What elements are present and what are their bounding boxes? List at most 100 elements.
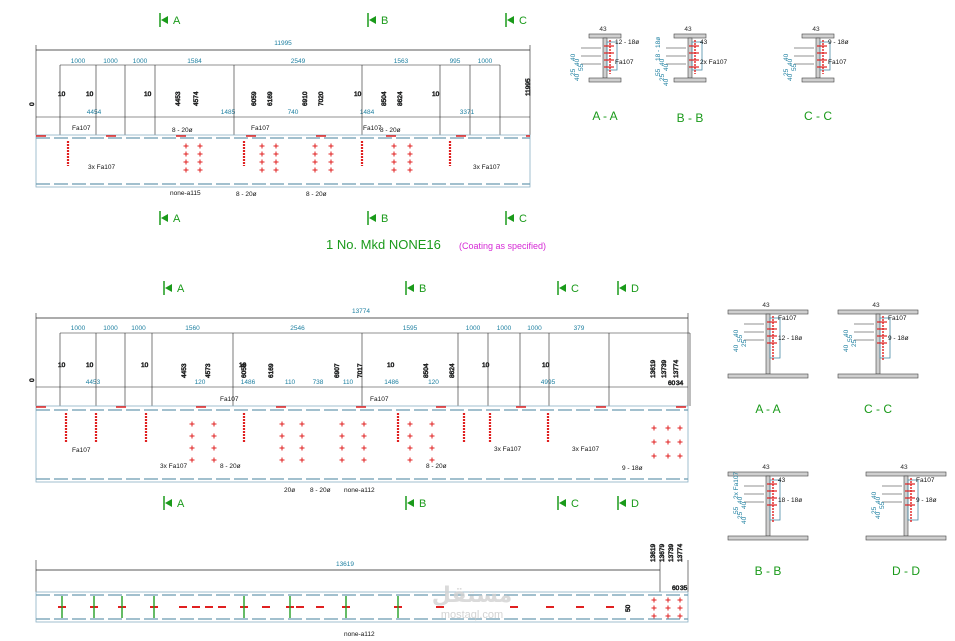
section-web xyxy=(875,313,881,375)
beam1-span-dim: 1000 xyxy=(133,58,148,65)
section-dim-note: 12 - 18ø xyxy=(778,335,802,342)
beam2-vert-ten: 10 xyxy=(86,362,94,369)
section-web xyxy=(815,37,821,79)
beam2-base-dim: 4995 xyxy=(541,379,556,386)
section-plate xyxy=(769,317,781,359)
section-dim-vert: 40 xyxy=(574,58,581,66)
section-dim-note: 2x Fa107 xyxy=(700,59,727,66)
beam2-vert-dim: 13619 xyxy=(650,360,657,378)
beam3-vert-dim: 13739 xyxy=(668,544,675,562)
section-dim-vert: 55 xyxy=(655,68,662,76)
section-marker-label: C xyxy=(519,15,527,27)
section-marker-arrow xyxy=(161,16,168,24)
beam2-span-dim: 1000 xyxy=(497,325,512,332)
section-marker-label: A xyxy=(177,498,185,510)
drawing-title: 1 No. Mkd NONE16 xyxy=(326,237,441,252)
section-dim-note: Fa107 xyxy=(888,315,907,322)
section-marker-arrow xyxy=(619,284,626,292)
section-view-label: B - B xyxy=(677,111,704,125)
beam2-vert-dim: 8624 xyxy=(449,363,456,378)
section-view-label: C - C xyxy=(864,402,892,416)
beam1-overall-dim: 11995 xyxy=(274,40,292,47)
section-dim-vert: 25 xyxy=(570,68,577,76)
beam1-vert-dim: 8504 xyxy=(381,91,388,106)
section-view-label: D - D xyxy=(892,564,920,578)
beam2-note-3xfa107-a: 3x Fa107 xyxy=(160,463,187,470)
beam3-vert-dim: 13619 xyxy=(650,544,657,562)
beam1-note-bolt-d: 8 - 20ø xyxy=(306,191,327,198)
section-dim-note: 18 - 18ø xyxy=(778,497,802,504)
section-dim-note: 9 - 18ø xyxy=(916,497,937,504)
section-dim-vert: 40 xyxy=(787,58,794,66)
section-web xyxy=(765,313,771,375)
section-dim-vert: 25 xyxy=(659,73,666,81)
section-flange-top xyxy=(673,33,707,39)
beam1-note-fa107-b: Fa107 xyxy=(251,125,270,132)
beam2-base-dim: 110 xyxy=(285,379,296,386)
beam1-vert-dim: 4574 xyxy=(193,91,200,106)
section-dim-vert: 55 xyxy=(791,63,798,71)
section-dim-vert: 18 - 18ø xyxy=(655,37,662,61)
section-dim-vert: 40 xyxy=(871,491,878,499)
beam2-note-bolt-d: 20ø xyxy=(284,487,295,494)
section-dim-vert: 55 xyxy=(879,501,886,509)
section-dim-vert: 25 xyxy=(851,339,858,347)
beam3-note-mark: none-a112 xyxy=(344,631,375,638)
beam1-base-dim: 4454 xyxy=(87,109,102,116)
section-marker-label: A xyxy=(177,283,185,295)
beam3-vert-35: 35 xyxy=(680,585,688,592)
section-flange-top xyxy=(865,471,947,477)
beam2-vert-dim: 4453 xyxy=(181,363,188,378)
section-marker-top: D xyxy=(617,281,639,295)
section-dim-note: Fa107 xyxy=(828,59,847,66)
beam2-vert-dim: 13739 xyxy=(661,360,668,378)
section-dim-top: 43 xyxy=(900,464,908,471)
beam1-span-dim: 1563 xyxy=(394,58,409,65)
section-marker-top: B xyxy=(405,281,426,295)
beam2-vert-ten: 10 xyxy=(239,362,247,369)
section-dim-top: 43 xyxy=(812,26,820,33)
beam1-vert-dim: 8624 xyxy=(397,91,404,106)
section-plate xyxy=(819,41,831,71)
section-dim-note: Fa107 xyxy=(916,477,935,484)
beam2-vert-ten: 10 xyxy=(141,362,149,369)
section-flange-bottom xyxy=(588,77,622,83)
beam1-note-fa107-a: Fa107 xyxy=(72,125,91,132)
section-dim-vert: 40 xyxy=(659,58,666,66)
section-dim-vert: 2x Fa107 xyxy=(733,472,740,499)
section-flange-bottom xyxy=(865,535,947,541)
beam2-vert-ten: 10 xyxy=(58,362,66,369)
beam2-note-fa107-c: Fa107 xyxy=(370,396,389,403)
section-dim-vert: 40 xyxy=(570,53,577,61)
section-marker-arrow xyxy=(161,214,168,222)
beam1-span-dim: 1584 xyxy=(187,58,202,65)
section-dim-vert: 25 xyxy=(737,511,744,519)
section-flange-bottom xyxy=(673,77,707,83)
section-marker-arrow xyxy=(559,284,566,292)
beam2-base-dim: 120 xyxy=(428,379,439,386)
section-dim-vert: 55 xyxy=(578,63,585,71)
section-marker-label: B xyxy=(381,213,388,225)
section-dim-vert: 55 xyxy=(737,334,744,342)
beam1-vert-ten: 10 xyxy=(86,91,94,98)
beam1-note-mark: none-a115 xyxy=(170,190,201,197)
section-marker-arrow xyxy=(407,284,414,292)
beam1-vert-dim: 4453 xyxy=(175,91,182,106)
beam1-span-dim: 1000 xyxy=(103,58,118,65)
section-dim-vert: 40 xyxy=(574,73,581,81)
section-marker-top: B xyxy=(367,13,388,27)
section-flange-bottom xyxy=(727,373,809,379)
beam2-note-fa107-a: Fa107 xyxy=(72,447,91,454)
section-marker-bottom: B xyxy=(405,496,426,510)
beam1-span-dim: 1000 xyxy=(478,58,493,65)
section-dim-vert: 40 xyxy=(783,53,790,61)
